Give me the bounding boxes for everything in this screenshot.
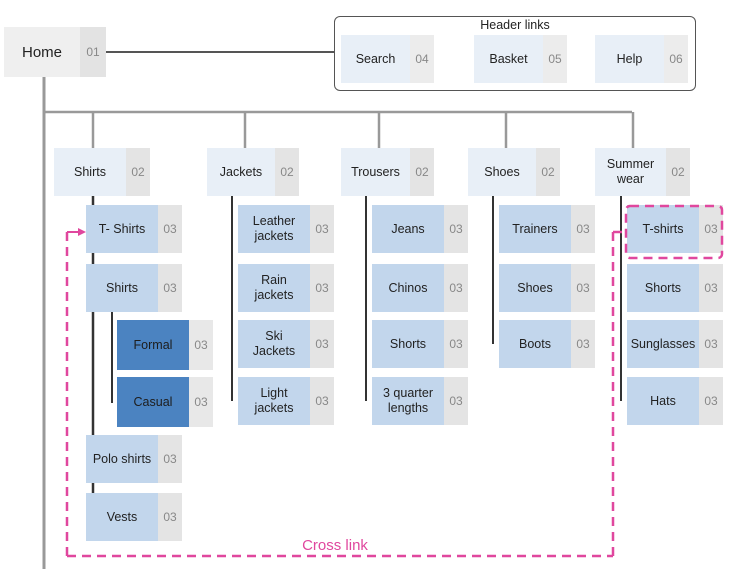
category-summer-wear-number: 02	[666, 148, 690, 196]
subcategory-shirts-polo-shirts-number: 03	[158, 435, 182, 483]
category-trousers-number: 02	[410, 148, 434, 196]
subcategory-shoes-boots-number: 03	[571, 320, 595, 368]
subcategory-trousers-jeans-number: 03	[444, 205, 468, 253]
subsubcategory-formal-label: Formal	[117, 320, 189, 370]
header-link-help-number: 06	[664, 35, 688, 83]
subcategory-shirts-shirts-number: 03	[158, 264, 182, 312]
subcategory-jackets-ski-jackets-number: 03	[310, 320, 334, 368]
subcategory-shirts-vests-label: Vests	[86, 493, 158, 541]
subcategory-summer-wear-shorts-number: 03	[699, 264, 723, 312]
subcategory-jackets-light-jackets-number: 03	[310, 377, 334, 425]
category-shoes-label: Shoes	[468, 148, 536, 196]
category-summer-wear-label: Summer wear	[595, 148, 666, 196]
subcategory-trousers-shorts-label: Shorts	[372, 320, 444, 368]
subcategory-trousers-chinos-number: 03	[444, 264, 468, 312]
subcategory-shoes-shoes-number: 03	[571, 264, 595, 312]
category-trousers-label: Trousers	[341, 148, 410, 196]
subcategory-jackets-rain-jackets-number: 03	[310, 264, 334, 312]
subcategory-shirts-shirts-label: Shirts	[86, 264, 158, 312]
category-shirts-label: Shirts	[54, 148, 126, 196]
subcategory-trousers-jeans-label: Jeans	[372, 205, 444, 253]
subcategory-jackets-ski-jackets-label: Ski Jackets	[238, 320, 310, 368]
subsubcategory-casual-number: 03	[189, 377, 213, 427]
subcategory-summer-wear-sunglasses-label: Sunglasses	[627, 320, 699, 368]
subcategory-summer-wear-hats-label: Hats	[627, 377, 699, 425]
subcategory-jackets-leather-jackets-label: Leather jackets	[238, 205, 310, 253]
subcategory-summer-wear-shorts-label: Shorts	[627, 264, 699, 312]
header-links-group: Header links	[334, 16, 696, 91]
subcategory-shoes-trainers-number: 03	[571, 205, 595, 253]
header-link-search-label: Search	[341, 35, 410, 83]
category-shirts-number: 02	[126, 148, 150, 196]
subcategory-summer-wear-t-shirts-label: T-shirts	[627, 205, 699, 253]
subcategory-shoes-boots-label: Boots	[499, 320, 571, 368]
cross-link-arrowhead	[78, 228, 86, 236]
subcategory-trousers-3-quarter-lengths-number: 03	[444, 377, 468, 425]
category-shoes-number: 02	[536, 148, 560, 196]
subcategory-shirts-t-shirts-number: 03	[158, 205, 182, 253]
subcategory-jackets-light-jackets-label: Light jackets	[238, 377, 310, 425]
subcategory-trousers-shorts-number: 03	[444, 320, 468, 368]
category-jackets-number: 02	[275, 148, 299, 196]
subcategory-summer-wear-t-shirts-number: 03	[699, 205, 723, 253]
home-node-number: 01	[80, 27, 106, 77]
subcategory-trousers-3-quarter-lengths-label: 3 quarter lengths	[372, 377, 444, 425]
home-node-label: Home	[4, 27, 80, 77]
header-link-basket-label: Basket	[474, 35, 543, 83]
subcategory-jackets-leather-jackets-number: 03	[310, 205, 334, 253]
subcategory-trousers-chinos-label: Chinos	[372, 264, 444, 312]
subcategory-shirts-t-shirts-label: T- Shirts	[86, 205, 158, 253]
subsubcategory-casual-label: Casual	[117, 377, 189, 427]
subcategory-jackets-rain-jackets-label: Rain jackets	[238, 264, 310, 312]
subcategory-summer-wear-hats-number: 03	[699, 377, 723, 425]
category-jackets-label: Jackets	[207, 148, 275, 196]
subcategory-shoes-trainers-label: Trainers	[499, 205, 571, 253]
header-links-title: Header links	[480, 18, 550, 32]
subcategory-shirts-polo-shirts-label: Polo shirts	[86, 435, 158, 483]
subcategory-shirts-vests-number: 03	[158, 493, 182, 541]
cross-link-label: Cross link	[290, 537, 380, 554]
header-link-help-label: Help	[595, 35, 664, 83]
subsubcategory-formal-number: 03	[189, 320, 213, 370]
subcategory-shoes-shoes-label: Shoes	[499, 264, 571, 312]
header-link-search-number: 04	[410, 35, 434, 83]
subcategory-summer-wear-sunglasses-number: 03	[699, 320, 723, 368]
header-link-basket-number: 05	[543, 35, 567, 83]
